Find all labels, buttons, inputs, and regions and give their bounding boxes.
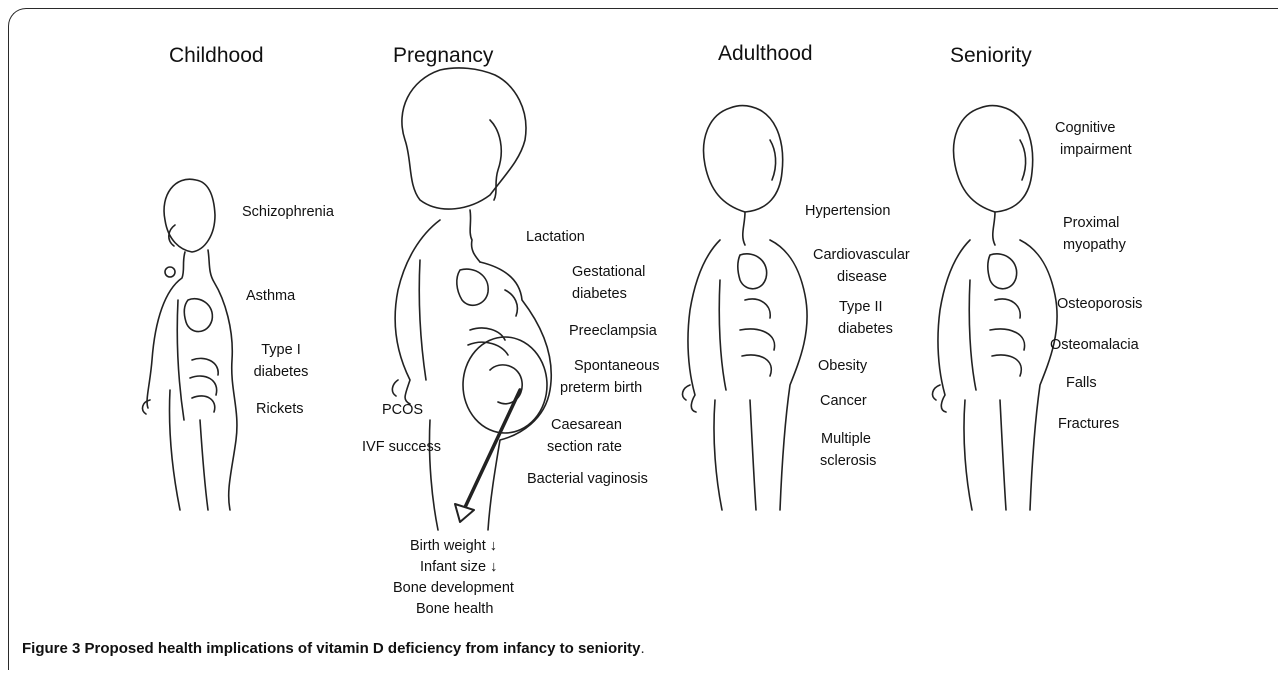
label-type-ii: Type II [839, 296, 883, 318]
label-asthma: Asthma [246, 285, 295, 307]
birth-weight-text: Birth weight [410, 538, 486, 554]
down-arrow-icon: ↓ [490, 538, 497, 554]
label-type-ii-diabetes: diabetes [838, 318, 893, 340]
pregnant-figure [392, 68, 551, 530]
label-obesity: Obesity [818, 355, 867, 377]
label-hypertension: Hypertension [805, 200, 890, 222]
label-multiple-sclerosis: sclerosis [820, 450, 876, 472]
label-multiple: Multiple [821, 428, 871, 450]
label-falls: Falls [1066, 372, 1097, 394]
down-arrow-icon: ↓ [490, 559, 497, 575]
label-rickets: Rickets [256, 398, 304, 420]
label-gestational: Gestational [572, 261, 645, 283]
label-infant-size: Infant size ↓ [420, 556, 497, 578]
label-pcos: PCOS [382, 399, 423, 421]
adult-figure [683, 106, 808, 510]
label-preterm-birth: preterm birth [560, 377, 642, 399]
figure-caption: Figure 3 Proposed health implications of… [22, 640, 645, 657]
label-section-rate: section rate [547, 436, 622, 458]
label-proximal-myopathy: myopathy [1063, 234, 1126, 256]
infant-size-text: Infant size [420, 559, 486, 575]
label-spontaneous: Spontaneous [574, 355, 659, 377]
child-figure [143, 179, 237, 510]
label-cognitive: Cognitive [1055, 117, 1115, 139]
label-cardiovascular-disease: disease [837, 266, 887, 288]
label-osteomalacia: Osteomalacia [1050, 334, 1139, 356]
heading-pregnancy: Pregnancy [393, 44, 493, 68]
label-cognitive-impairment: impairment [1060, 139, 1132, 161]
label-bone-health: Bone health [416, 598, 493, 620]
label-cardiovascular: Cardiovascular [813, 244, 910, 266]
heading-adulthood: Adulthood [718, 42, 813, 66]
label-ivf-success: IVF success [362, 436, 441, 458]
label-type-i: Type I [246, 339, 316, 361]
label-schizophrenia: Schizophrenia [242, 201, 334, 223]
label-proximal: Proximal [1063, 212, 1119, 234]
label-lactation: Lactation [526, 226, 585, 248]
label-osteoporosis: Osteoporosis [1057, 293, 1142, 315]
label-type-i-diabetes: diabetes [246, 361, 316, 383]
caption-text: Proposed health implications of vitamin … [85, 640, 641, 657]
label-bacterial-vaginosis: Bacterial vaginosis [527, 468, 648, 490]
heading-childhood: Childhood [169, 44, 264, 68]
label-fractures: Fractures [1058, 413, 1119, 435]
caption-number: Figure 3 [22, 640, 80, 657]
caption-period: . [640, 640, 644, 657]
label-bone-development: Bone development [393, 577, 514, 599]
label-preeclampsia: Preeclampsia [569, 320, 657, 342]
heading-seniority: Seniority [950, 44, 1032, 68]
label-caesarean: Caesarean [551, 414, 622, 436]
label-gestational-diabetes: diabetes [572, 283, 627, 305]
label-birth-weight: Birth weight ↓ [410, 535, 497, 557]
senior-figure [933, 106, 1058, 510]
label-cancer: Cancer [820, 390, 867, 412]
